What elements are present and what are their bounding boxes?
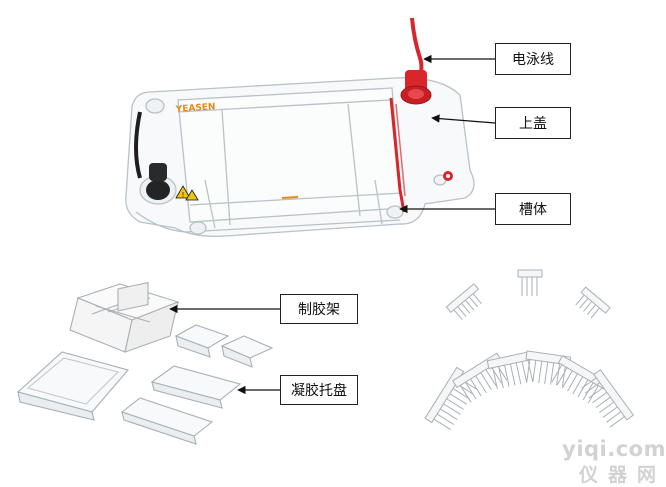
label-casting-stand: 制胶架 bbox=[280, 294, 358, 324]
label-tank: 槽体 bbox=[495, 193, 571, 225]
warning-icon: ! bbox=[175, 185, 199, 201]
gel-tray-long bbox=[120, 397, 214, 445]
red-electrode bbox=[389, 97, 406, 213]
label-lid: 上盖 bbox=[495, 107, 571, 139]
callout-lines-top bbox=[399, 54, 496, 214]
gel-tray-small-1 bbox=[174, 324, 230, 358]
power-cable-red bbox=[400, 17, 432, 105]
watermark-cn: 仪器网 bbox=[578, 464, 666, 486]
svg-text:!: ! bbox=[182, 191, 185, 199]
power-plug-icon bbox=[134, 111, 170, 200]
label-power-cable: 电泳线 bbox=[495, 43, 571, 75]
gel-tray-large-left bbox=[16, 351, 129, 421]
device-brand: YEASEN bbox=[175, 102, 216, 115]
casting-stand bbox=[69, 281, 180, 353]
gel-tray-small-2 bbox=[220, 335, 274, 368]
watermark-site: yiqi.com bbox=[562, 437, 666, 461]
label-gel-tray: 凝胶托盘 bbox=[280, 375, 358, 405]
power-symbol-icon bbox=[443, 171, 453, 181]
comb-icon bbox=[424, 269, 635, 431]
gel-tray-medium bbox=[150, 365, 242, 409]
callout-lines-bottom bbox=[169, 304, 280, 395]
